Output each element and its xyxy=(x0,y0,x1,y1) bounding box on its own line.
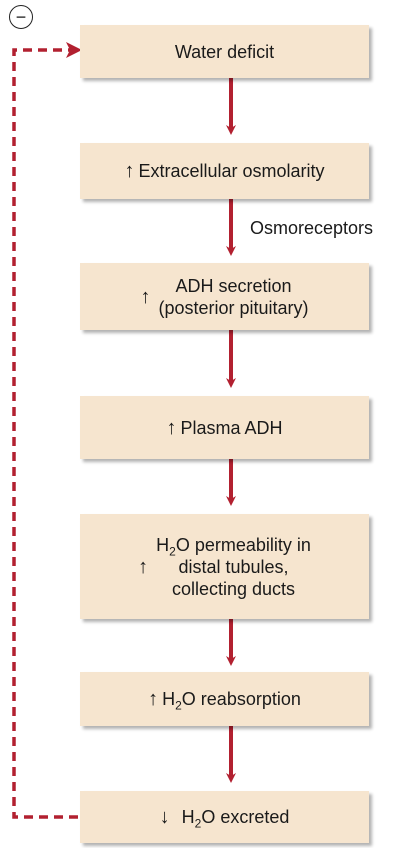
water-deficit-text: Water deficit xyxy=(174,41,275,62)
h2o-reabsorption-text: H2O reabsorption xyxy=(162,689,301,713)
extracellular-osmolarity-box: ↑ Extracellular osmolarity xyxy=(80,143,369,199)
water-deficit-box: Water deficit xyxy=(80,25,369,78)
increase-arrow-icon: ↑ xyxy=(140,285,151,308)
plasma-adh-text: Plasma ADH xyxy=(180,417,283,438)
inhibition-minus-sign: − xyxy=(15,7,27,27)
h2o-permeability-line1: H2O permeability in xyxy=(156,534,311,559)
h2o-reabsorption-box: ↑ H2O reabsorption xyxy=(80,672,369,726)
h2o-permeability-box: ↑ H2O permeability in distal tubules, co… xyxy=(80,514,369,619)
increase-arrow-icon: ↑ xyxy=(166,416,177,439)
h2o-excreted-text: H2O excreted xyxy=(181,807,290,831)
feedback-loop-line xyxy=(12,48,78,819)
adh-secretion-line1: ADH secretion xyxy=(175,275,292,296)
feedback-arrowhead xyxy=(66,42,82,58)
extracellular-osmolarity-text: Extracellular osmolarity xyxy=(138,161,325,181)
increase-arrow-icon: ↑ xyxy=(148,688,159,710)
inhibition-symbol: − xyxy=(9,5,33,29)
plasma-adh-box: ↑ Plasma ADH xyxy=(80,396,369,459)
osmoreceptors-label: Osmoreceptors xyxy=(250,218,374,238)
adh-secretion-line2: (posterior pituitary) xyxy=(158,297,309,318)
increase-arrow-icon: ↑ xyxy=(138,555,149,578)
h2o-permeability-line2: distal tubules, xyxy=(178,556,289,577)
h2o-excreted-box: ↓ H2O excreted xyxy=(80,791,369,843)
decrease-arrow-icon: ↓ xyxy=(159,806,170,828)
h2o-permeability-line3: collecting ducts xyxy=(171,578,296,599)
adh-secretion-box: ↑ ADH secretion (posterior pituitary) xyxy=(80,263,369,330)
increase-arrow-icon: ↑ xyxy=(124,160,135,182)
